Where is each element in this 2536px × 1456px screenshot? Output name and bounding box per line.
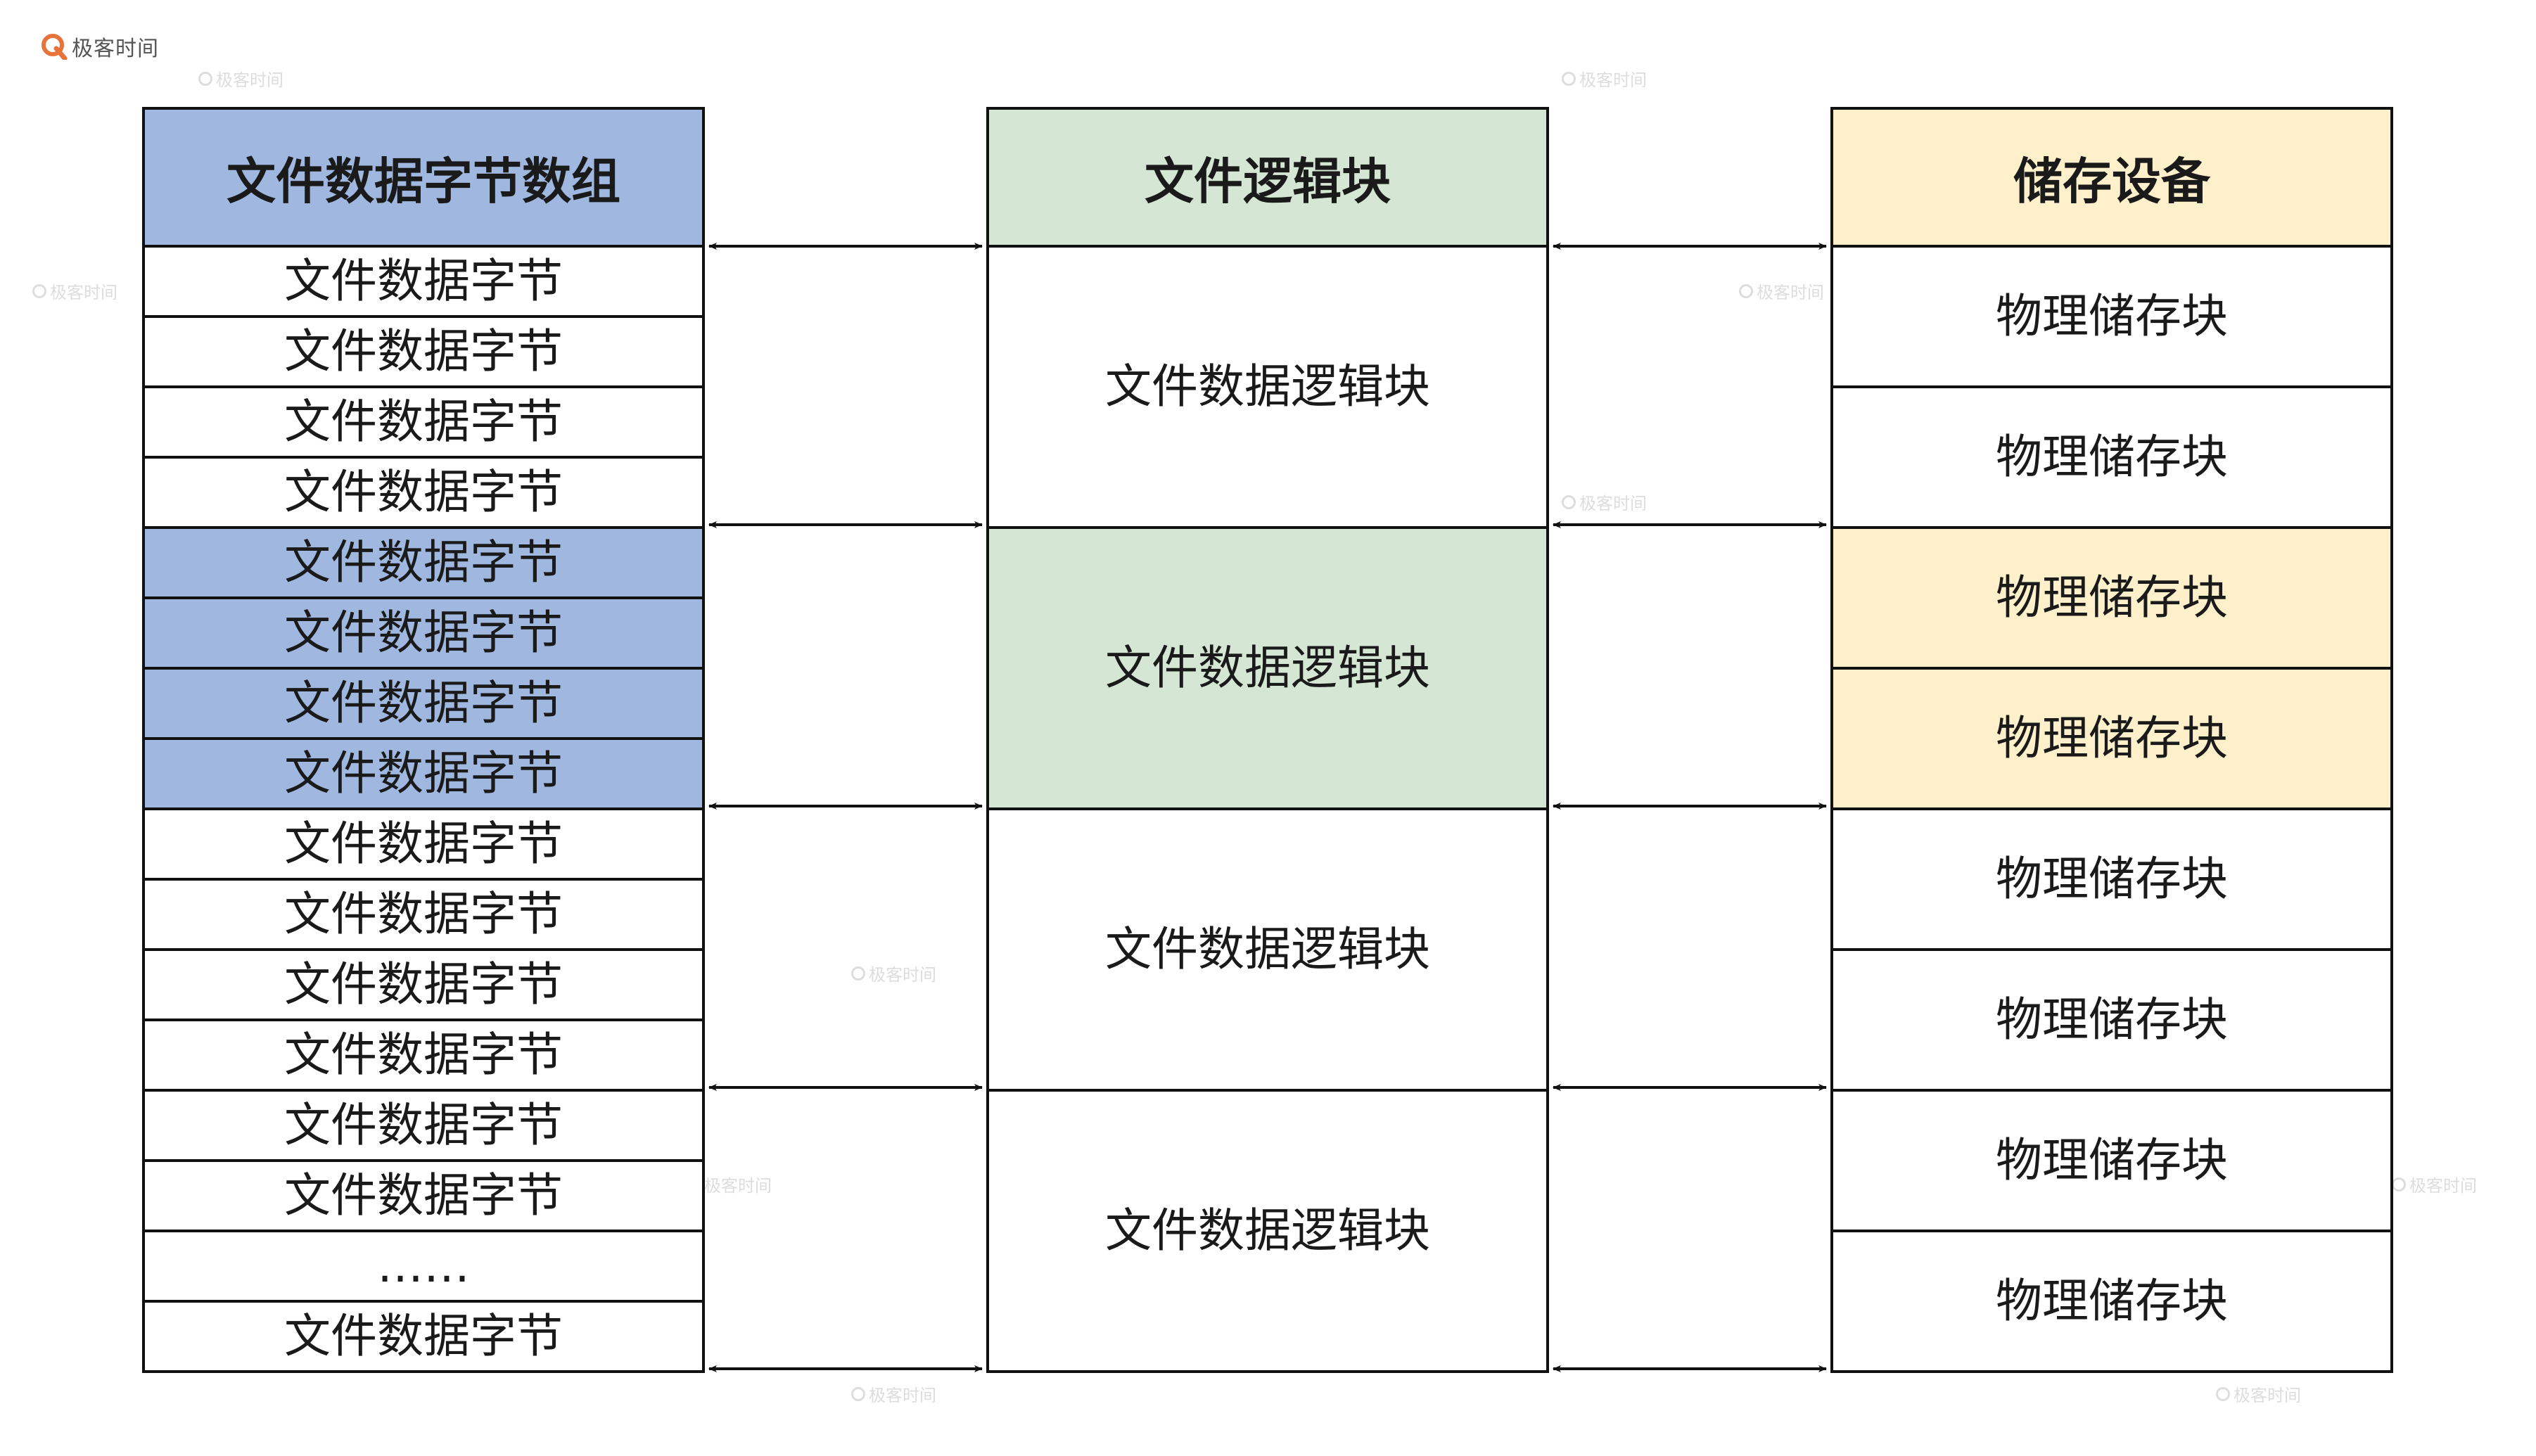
brand-logo: 极客时间 — [41, 31, 159, 62]
byte-array-title: 文件数据字节数组 — [145, 110, 702, 248]
watermark-text: 极客时间 — [704, 1176, 772, 1196]
watermark-text: 极客时间 — [2409, 1176, 2477, 1196]
byte-row: 文件数据字节 — [145, 740, 702, 810]
byte-row: 文件数据字节 — [284, 1309, 563, 1363]
physical-block-row: 物理储存块 — [1996, 1274, 2228, 1328]
watermark-text: 极客时间 — [1757, 283, 1824, 302]
watermark-icon — [32, 283, 46, 298]
byte-row-ellipsis: …… — [145, 1232, 702, 1303]
byte-row: 文件数据字节 — [145, 951, 702, 1021]
watermark-icon — [2216, 1386, 2230, 1401]
watermark: 极客时间 — [198, 66, 283, 91]
byte-row: 文件数据字节 — [145, 1092, 702, 1162]
byte-row: 文件数据字节 — [145, 318, 702, 388]
byte-row: 文件数据字节 — [145, 1162, 702, 1232]
physical-block-row: 物理储存块 — [1833, 810, 2390, 951]
watermark-text: 极客时间 — [50, 283, 117, 302]
watermark: 极客时间 — [2216, 1381, 2301, 1406]
watermark-icon — [198, 71, 212, 86]
watermark-icon — [851, 1386, 865, 1401]
watermark-icon — [851, 966, 865, 981]
byte-row: 文件数据字节 — [145, 529, 702, 599]
physical-block-row: 物理储存块 — [1833, 1092, 2390, 1232]
watermark: 极客时间 — [1562, 66, 1647, 91]
byte-row: 文件数据字节 — [145, 599, 702, 670]
storage-device-title: 储存设备 — [1833, 110, 2390, 248]
watermark: 极客时间 — [851, 1381, 936, 1406]
logo-text: 极客时间 — [72, 37, 159, 61]
watermark-text: 极客时间 — [1579, 494, 1647, 513]
physical-block-row: 物理储存块 — [1833, 248, 2390, 388]
watermark-text: 极客时间 — [216, 70, 283, 90]
logical-block-row: 文件数据逻辑块 — [1105, 1203, 1430, 1258]
arrows-left-gap — [708, 243, 983, 1372]
watermark-icon — [1562, 494, 1576, 509]
watermark-icon — [1739, 283, 1753, 298]
logical-block-rows: 文件数据逻辑块 文件数据逻辑块 文件数据逻辑块 文件数据逻辑块 — [989, 248, 1546, 1370]
logical-block-row: 文件数据逻辑块 — [989, 529, 1546, 810]
byte-row: 文件数据字节 — [145, 459, 702, 529]
logical-block-row: 文件数据逻辑块 — [989, 248, 1546, 529]
logo-icon — [41, 33, 68, 61]
physical-block-row: 物理储存块 — [1833, 951, 2390, 1092]
physical-block-row: 物理储存块 — [1833, 670, 2390, 810]
byte-array-column: 文件数据字节数组 文件数据字节 文件数据字节 文件数据字节 文件数据字节 文件数… — [142, 107, 705, 1373]
byte-row: 文件数据字节 — [145, 248, 702, 318]
watermark-text: 极客时间 — [1579, 70, 1647, 90]
byte-row: 文件数据字节 — [145, 810, 702, 881]
watermark: 极客时间 — [32, 279, 117, 303]
physical-block-row: 物理储存块 — [1833, 529, 2390, 670]
storage-device-column: 储存设备 物理储存块 物理储存块 物理储存块 物理储存块 物理储存块 物理储存块… — [1830, 107, 2393, 1373]
watermark-icon — [2392, 1177, 2406, 1192]
watermark: 极客时间 — [1562, 490, 1647, 514]
logical-block-column: 文件逻辑块 文件数据逻辑块 文件数据逻辑块 文件数据逻辑块 文件数据逻辑块 — [986, 107, 1549, 1373]
watermark-icon — [1562, 71, 1576, 86]
watermark-text: 极客时间 — [869, 1386, 936, 1405]
byte-row: 文件数据字节 — [145, 670, 702, 740]
watermark: 极客时间 — [2392, 1172, 2477, 1196]
logical-block-title: 文件逻辑块 — [989, 110, 1546, 248]
watermark-text: 极客时间 — [869, 965, 936, 985]
byte-row: 文件数据字节 — [145, 881, 702, 951]
arrows-right-gap — [1553, 243, 1827, 1372]
byte-array-rows: 文件数据字节 文件数据字节 文件数据字节 文件数据字节 文件数据字节 文件数据字… — [145, 248, 702, 1370]
byte-row: 文件数据字节 — [145, 388, 702, 459]
watermark: 极客时间 — [851, 961, 936, 985]
byte-row: 文件数据字节 — [145, 1021, 702, 1092]
watermark: 极客时间 — [1739, 279, 1824, 303]
physical-block-row: 物理储存块 — [1833, 388, 2390, 529]
storage-rows: 物理储存块 物理储存块 物理储存块 物理储存块 物理储存块 物理储存块 物理储存… — [1833, 248, 2390, 1370]
watermark-text: 极客时间 — [2234, 1386, 2301, 1405]
logical-block-row: 文件数据逻辑块 — [989, 810, 1546, 1092]
